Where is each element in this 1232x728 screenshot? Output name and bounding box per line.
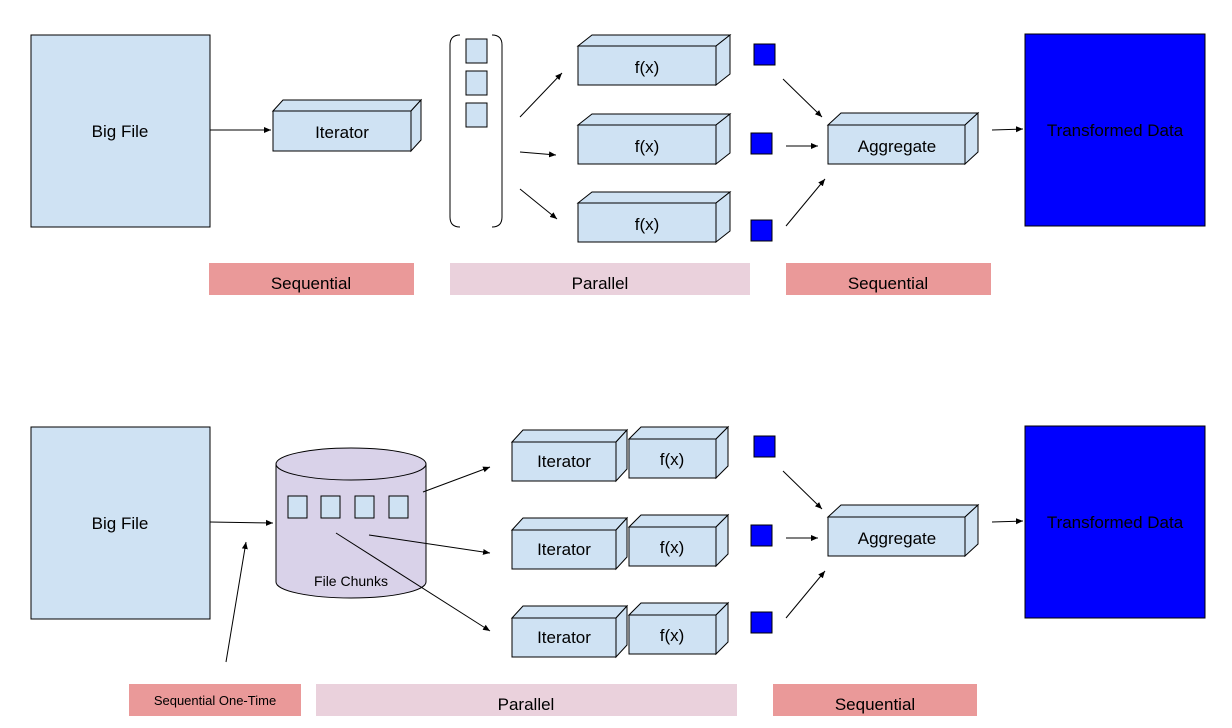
bottom-big-file: Big File	[30, 426, 211, 620]
bottom-result-square-1	[753, 435, 776, 458]
bottom-big-file-label: Big File	[92, 514, 149, 533]
queue-left-bracket	[449, 34, 461, 228]
bottom-aggregate-block: Aggregate	[826, 503, 980, 558]
file-chunks-label: File Chunks	[314, 573, 388, 589]
arrow-result-to-aggregate-1	[782, 78, 823, 118]
bottom-fx-label-2: f(x)	[660, 538, 685, 557]
arrow-file-to-chunks	[209, 519, 274, 526]
top-transformed-data: Transformed Data	[1024, 33, 1206, 227]
top-phase-label-3: Sequential	[848, 274, 928, 293]
bottom-phase-bar-2: Parallel	[316, 684, 737, 716]
bottom-arrow-aggregate-to-output	[991, 518, 1024, 525]
file-chunks-store: File Chunks	[275, 447, 427, 599]
top-big-file: Big File	[30, 34, 211, 228]
arrow-chunks-to-worker-2	[368, 534, 491, 555]
queue-item	[465, 70, 488, 96]
bottom-result-square-3	[750, 611, 773, 634]
top-fx-block-3: f(x)	[576, 190, 732, 244]
arrow-aggregate-to-output	[991, 126, 1024, 133]
queue-right-bracket	[491, 34, 503, 228]
arrow-queue-to-fx-3	[519, 188, 558, 220]
bottom-transformed-data-label: Transformed Data	[1047, 513, 1184, 532]
top-transformed-data-label: Transformed Data	[1047, 121, 1184, 140]
top-fx-block-1: f(x)	[576, 33, 732, 87]
chunk-item	[287, 495, 308, 519]
bottom-phase-bar-1: Sequential One-Time	[129, 684, 301, 716]
top-phase-bar-3: Sequential	[786, 263, 991, 295]
bottom-fx-label-3: f(x)	[660, 626, 685, 645]
arrow-chunks-to-worker-3	[335, 532, 491, 632]
top-fx-label-2: f(x)	[635, 137, 660, 156]
top-phase-bar-2: Parallel	[450, 263, 750, 295]
bottom-iterator-label-2: Iterator	[537, 540, 591, 559]
bottom-phase-label-3: Sequential	[835, 695, 915, 714]
bottom-phase-bar-3: Sequential	[773, 684, 977, 716]
top-aggregate-block: Aggregate	[826, 111, 980, 166]
top-fx-label-3: f(x)	[635, 215, 660, 234]
chunk-item	[354, 495, 375, 519]
bottom-phase-label-1: Sequential One-Time	[154, 693, 276, 708]
top-aggregate-label: Aggregate	[858, 137, 936, 156]
queue-item	[465, 102, 488, 128]
bottom-arrow-result-to-aggregate-3	[785, 570, 826, 619]
bottom-worker-2: Iterator f(x)	[510, 513, 730, 571]
top-iterator-block: Iterator	[271, 98, 423, 153]
top-phase-label-1: Sequential	[271, 274, 351, 293]
arrow-result-to-aggregate-3	[785, 178, 826, 227]
top-big-file-label: Big File	[92, 122, 149, 141]
bottom-transformed-data: Transformed Data	[1024, 425, 1206, 619]
bottom-iterator-label-1: Iterator	[537, 452, 591, 471]
top-result-square-2	[750, 132, 773, 155]
bottom-worker-3: Iterator f(x)	[510, 601, 730, 659]
arrow-queue-to-fx-1	[519, 72, 563, 118]
arrow-chunks-to-worker-1	[422, 466, 491, 493]
item-queue	[449, 34, 503, 228]
top-phase-bar-1: Sequential	[209, 263, 414, 295]
bottom-phase-label-2: Parallel	[498, 695, 555, 714]
bottom-aggregate-label: Aggregate	[858, 529, 936, 548]
queue-item	[465, 38, 488, 64]
top-fx-block-2: f(x)	[576, 112, 732, 166]
bottom-result-square-2	[750, 524, 773, 547]
bottom-fx-label-1: f(x)	[660, 450, 685, 469]
bottom-arrow-result-to-aggregate-1	[782, 470, 823, 510]
top-result-square-3	[750, 219, 773, 242]
bottom-iterator-label-3: Iterator	[537, 628, 591, 647]
chunk-item	[388, 495, 409, 519]
bottom-diagram: Big File File Chunks Iterator	[30, 425, 1206, 716]
top-phase-label-2: Parallel	[572, 274, 629, 293]
chunk-item	[320, 495, 341, 519]
arrow-one-time-to-split	[225, 541, 248, 663]
bottom-worker-1: Iterator f(x)	[510, 425, 730, 483]
top-diagram: Big File Iterator f(x)	[30, 33, 1206, 295]
arrow-queue-to-fx-2	[519, 151, 557, 158]
top-iterator-label: Iterator	[315, 123, 369, 142]
top-result-square-1	[753, 43, 776, 66]
top-fx-label-1: f(x)	[635, 58, 660, 77]
